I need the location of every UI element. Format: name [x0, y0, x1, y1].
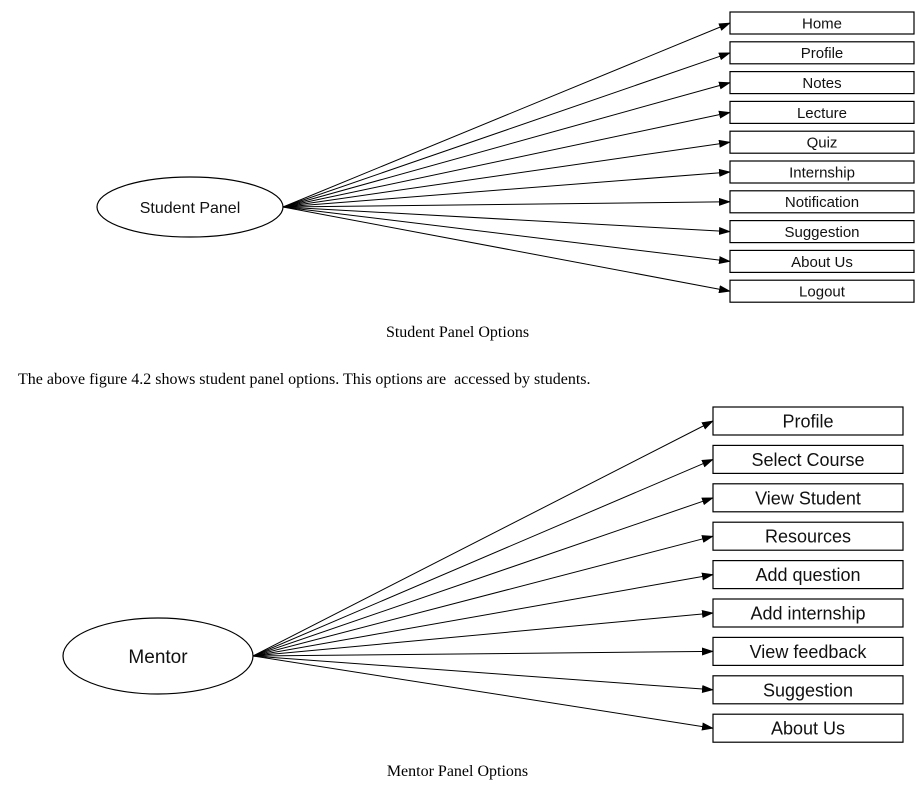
- student-hub-ellipse: [96, 176, 284, 238]
- student-option-box: [729, 41, 915, 65]
- student-option-label: Home: [802, 15, 842, 32]
- student-arrow-profile: [282, 52, 731, 208]
- student-option-label: Notification: [785, 194, 859, 211]
- mentor-option-view-feedback: View feedback: [712, 636, 904, 667]
- student-option-box: [729, 249, 915, 273]
- body-paragraph: The above figure 4.2 shows student panel…: [18, 371, 591, 388]
- mentor-option-select-course: Select Course: [712, 444, 904, 474]
- student-option-label: Logout: [799, 284, 846, 301]
- student-arrow-notes: [282, 81, 731, 208]
- student-option-box: [729, 100, 915, 125]
- student-option-box: [729, 160, 915, 184]
- mentor-arrow-suggestion: [252, 655, 714, 693]
- mentor-arrow-add-question: [252, 572, 714, 657]
- student-option-about-us: About Us: [729, 249, 915, 273]
- student-option-box: [729, 70, 915, 95]
- student-option-group: HomeProfileNotesLectureQuizInternshipNot…: [729, 11, 915, 303]
- student-option-label: Profile: [801, 45, 844, 62]
- mentor-hub-ellipse: [62, 617, 254, 695]
- mentor-arrow-profile: [252, 420, 714, 657]
- mentor-connector-group: [252, 420, 714, 731]
- student-diagram-caption: Student Panel Options: [385, 324, 530, 341]
- student-arrow-quiz: [282, 139, 731, 208]
- student-option-logout: Logout: [729, 279, 915, 303]
- student-arrow-about-us: [282, 206, 731, 265]
- student-option-box: [729, 190, 915, 214]
- mentor-arrow-add-internship: [252, 610, 714, 657]
- mentor-option-box: [712, 675, 904, 705]
- mentor-hub-label: Mentor: [128, 647, 188, 668]
- mentor-option-label: Select Course: [751, 450, 864, 470]
- mentor-arrow-view-student: [252, 497, 714, 657]
- mentor-option-add-question: Add question: [712, 559, 904, 590]
- mentor-option-label: Profile: [782, 411, 833, 431]
- student-panel-hub: Student Panel: [96, 176, 284, 238]
- mentor-option-resources: Resources: [712, 521, 904, 551]
- student-option-quiz: Quiz: [729, 130, 915, 154]
- student-option-profile: Profile: [729, 41, 915, 65]
- mentor-option-suggestion: Suggestion: [712, 675, 904, 705]
- student-option-home: Home: [729, 11, 915, 35]
- mentor-option-label: Add internship: [750, 603, 865, 623]
- mentor-option-label: Add question: [755, 565, 860, 585]
- student-option-box: [729, 220, 915, 244]
- student-arrow-internship: [282, 168, 731, 208]
- mentor-option-box: [712, 406, 904, 436]
- student-option-box: [729, 130, 915, 154]
- mentor-arrow-resources: [252, 535, 714, 657]
- mentor-diagram-caption: Mentor Panel Options: [386, 763, 529, 780]
- mentor-option-label: View feedback: [750, 642, 868, 662]
- mentor-option-box: [712, 636, 904, 667]
- student-option-internship: Internship: [729, 160, 915, 184]
- mentor-panel-hub: Mentor: [62, 617, 254, 695]
- student-option-label: Lecture: [797, 105, 847, 122]
- mentor-arrow-view-feedback: [252, 647, 714, 657]
- mentor-option-about-us: About Us: [712, 713, 904, 743]
- student-option-suggestion: Suggestion: [729, 220, 915, 244]
- student-option-label: Notes: [802, 75, 841, 92]
- mentor-option-profile: Profile: [712, 406, 904, 436]
- mentor-option-label: View Student: [755, 488, 861, 508]
- mentor-option-box: [712, 483, 904, 513]
- mentor-option-view-student: View Student: [712, 483, 904, 513]
- student-option-box: [729, 279, 915, 303]
- mentor-option-label: About Us: [771, 719, 845, 739]
- student-hub-label: Student Panel: [140, 200, 241, 217]
- mentor-option-box: [712, 521, 904, 551]
- mentor-option-label: Resources: [765, 527, 851, 547]
- student-option-box: [729, 11, 915, 35]
- student-option-label: Suggestion: [784, 224, 859, 241]
- mentor-option-box: [712, 559, 904, 590]
- student-arrow-home: [282, 22, 731, 208]
- student-arrow-suggestion: [282, 206, 731, 235]
- mentor-option-box: [712, 444, 904, 474]
- student-option-notes: Notes: [729, 70, 915, 95]
- mentor-option-add-internship: Add internship: [712, 598, 904, 628]
- student-option-notification: Notification: [729, 190, 915, 214]
- mentor-arrow-select-course: [252, 458, 714, 657]
- mentor-arrow-about-us: [252, 655, 714, 731]
- mentor-option-box: [712, 598, 904, 628]
- mentor-option-box: [712, 713, 904, 743]
- student-arrow-logout: [282, 206, 731, 294]
- student-arrow-lecture: [282, 110, 731, 208]
- student-option-lecture: Lecture: [729, 100, 915, 125]
- student-arrow-notification: [282, 197, 731, 208]
- student-connector-group: [282, 22, 731, 294]
- mentor-option-label: Suggestion: [763, 680, 853, 700]
- student-option-label: About Us: [791, 254, 853, 271]
- student-option-label: Internship: [789, 164, 855, 181]
- student-option-label: Quiz: [807, 135, 838, 152]
- student-panel-diagram: HomeProfileNotesLectureQuizInternshipNot…: [96, 11, 915, 303]
